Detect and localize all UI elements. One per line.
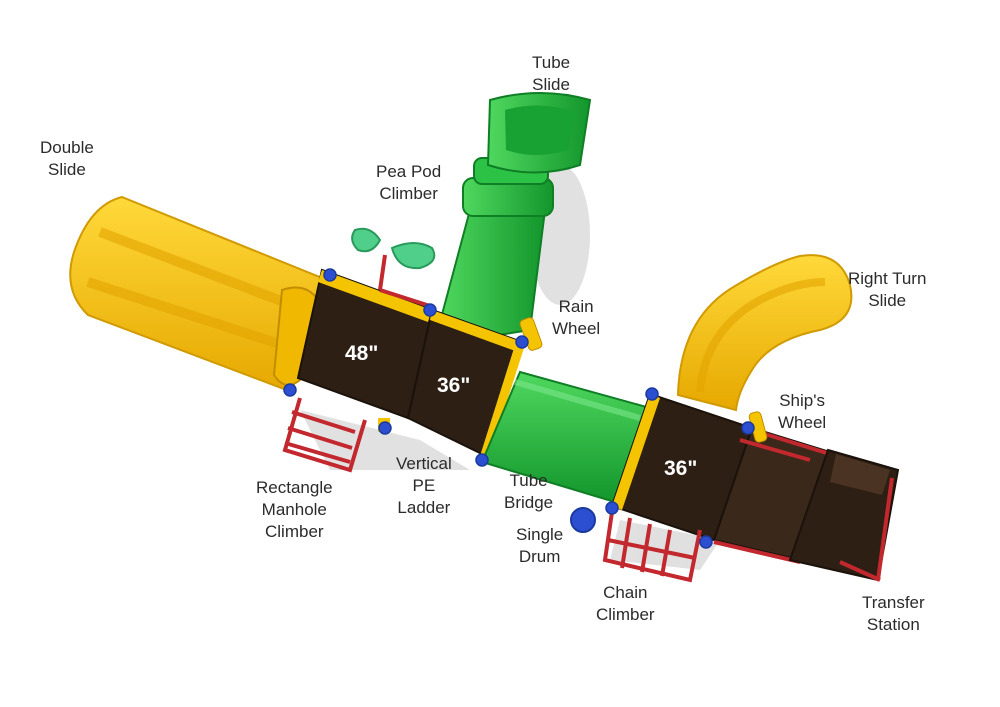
railings bbox=[379, 288, 811, 462]
right-turn-slide bbox=[676, 254, 853, 412]
tube-bridge bbox=[480, 370, 652, 504]
blue-clamps bbox=[283, 268, 755, 549]
label-tube-bridge: Tube Bridge bbox=[504, 471, 554, 512]
platform-36-right-label: 36" bbox=[664, 457, 697, 480]
label-ships-wheel: Ship's Wheel bbox=[778, 391, 827, 432]
platform-48-label: 48" bbox=[345, 342, 378, 365]
label-single-drum: Single Drum bbox=[516, 525, 564, 566]
transfer-station bbox=[712, 426, 900, 582]
platform-48 bbox=[296, 268, 434, 420]
pea-pod-climber bbox=[351, 227, 436, 291]
rectangle-manhole-climber bbox=[282, 397, 367, 473]
label-double-slide: Double Slide bbox=[40, 138, 94, 179]
label-tube-slide: Tube Slide bbox=[532, 53, 571, 94]
label-right-turn-slide: Right Turn Slide bbox=[848, 269, 927, 310]
chain-climber bbox=[602, 511, 702, 583]
label-vertical-pe-ladder: Vertical PE Ladder bbox=[396, 454, 452, 517]
platform-36-right bbox=[610, 392, 754, 542]
platform-36-left-label: 36" bbox=[437, 374, 470, 397]
single-drum bbox=[570, 507, 596, 533]
label-chain-climber: Chain Climber bbox=[596, 583, 655, 624]
label-transfer-station: Transfer Station bbox=[862, 593, 925, 634]
label-pea-pod-climber: Pea Pod Climber bbox=[376, 162, 442, 203]
label-rain-wheel: Rain Wheel bbox=[552, 297, 601, 338]
tube-slide bbox=[438, 92, 592, 342]
double-slide bbox=[69, 195, 324, 394]
label-rectangle-manhole-climber: Rectangle Manhole Climber bbox=[256, 478, 333, 541]
